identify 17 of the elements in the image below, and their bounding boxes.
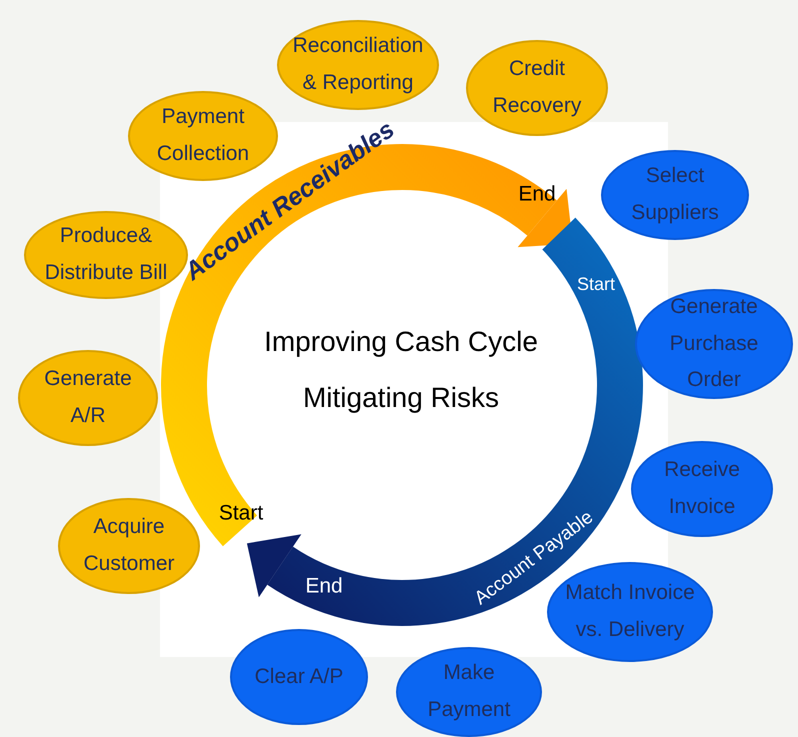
step-text: Receive Invoice <box>663 457 741 520</box>
step-text: Generate Purchase Order <box>668 294 760 394</box>
end-label: End <box>305 576 343 596</box>
step-text: Clear A/P <box>254 664 344 690</box>
end-label: End <box>518 184 556 204</box>
step-text: Produce& Distribute Bill <box>44 223 168 286</box>
step-text: Match Invoice vs. Delivery <box>564 580 696 643</box>
start-label: Start <box>577 275 615 293</box>
step-text: Select Suppliers <box>630 163 720 226</box>
step-text: Reconciliation & Reporting <box>292 33 424 96</box>
step-text: Generate A/R <box>43 366 133 429</box>
center-subtitle: Mitigating Risks <box>302 384 500 412</box>
step-text: Payment Collection <box>156 104 250 167</box>
step-text: Credit Recovery <box>492 56 582 119</box>
center-title: Improving Cash Cycle <box>264 328 538 356</box>
step-text: Make Payment <box>426 660 512 723</box>
step-text: Acquire Customer <box>82 514 176 577</box>
